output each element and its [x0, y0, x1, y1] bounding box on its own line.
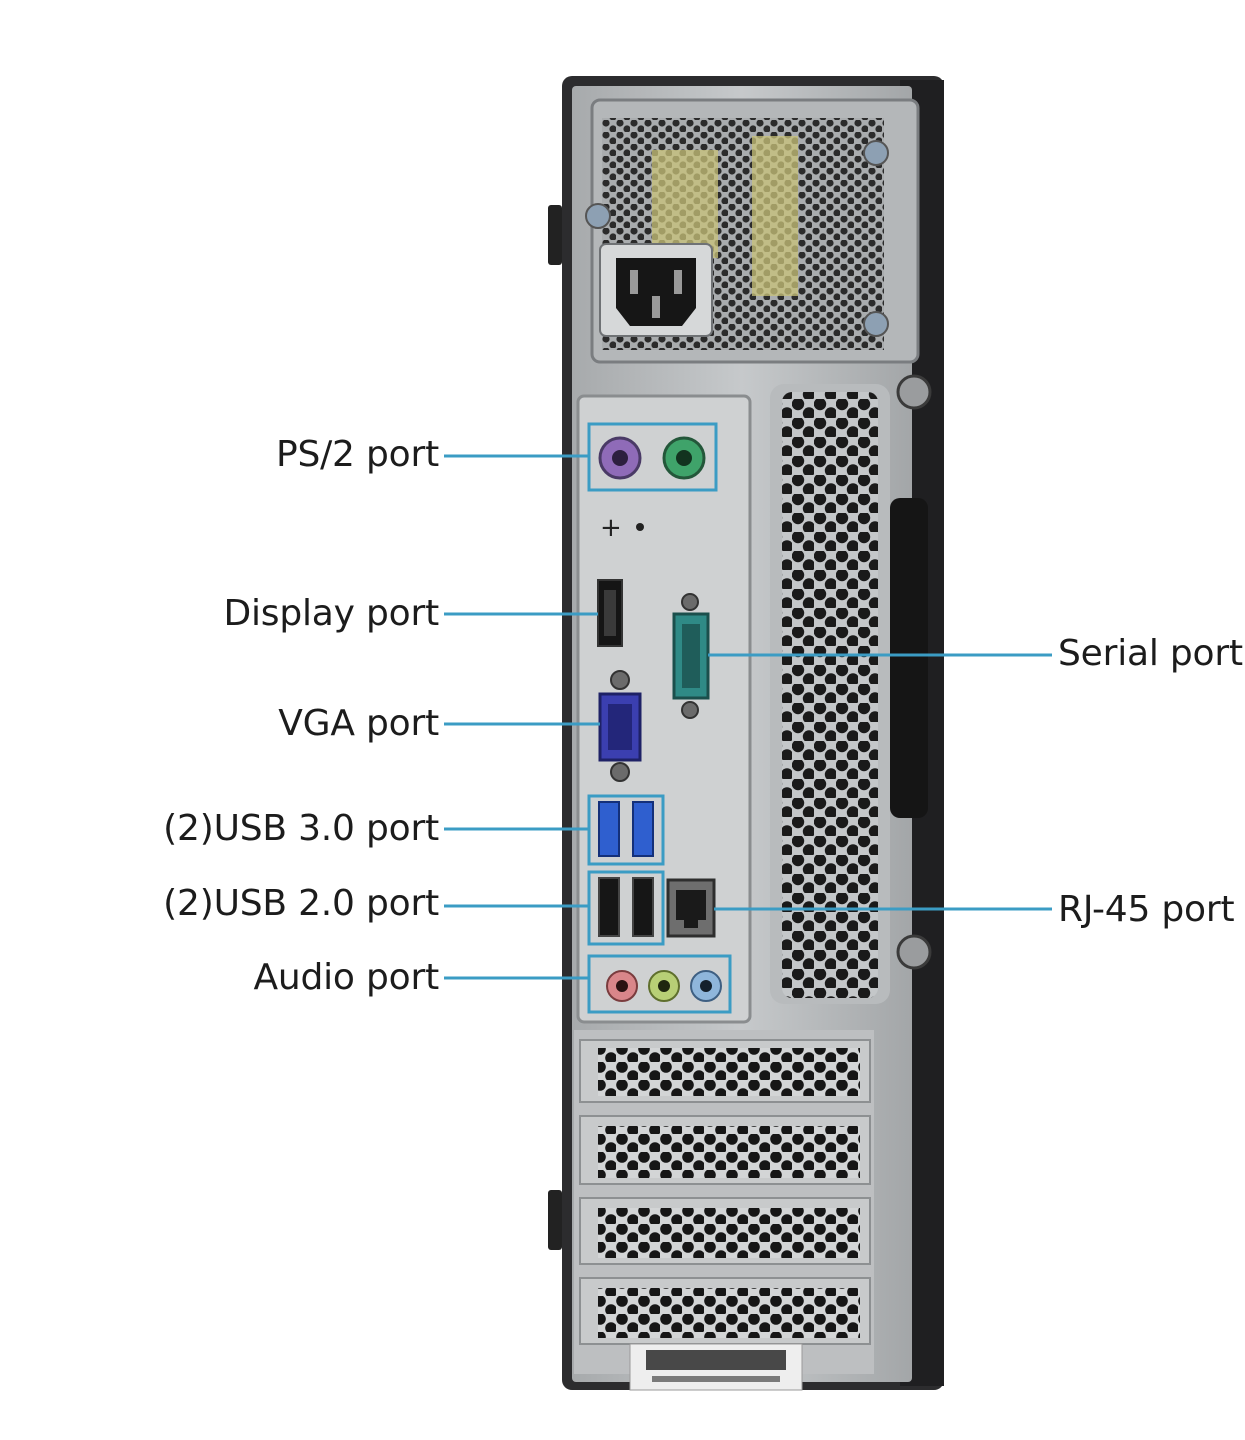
display-port	[597, 579, 623, 647]
label-usb3-port: (2)USB 3.0 port	[163, 808, 439, 849]
label-rj45-port: RJ-45 port	[1058, 889, 1235, 930]
label-ps2-port: PS/2 port	[275, 434, 439, 475]
power-supply	[585, 98, 920, 364]
power-socket-icon	[599, 243, 713, 337]
label-audio-port: Audio port	[253, 957, 439, 998]
plus-symbol-icon: +	[600, 513, 644, 543]
vga-port	[598, 670, 642, 782]
usb3-ports	[587, 794, 665, 866]
label-display-port: Display port	[223, 593, 439, 634]
label-usb2-port: (2)USB 2.0 port	[163, 883, 439, 924]
expansion-slots	[574, 1030, 874, 1374]
screw-icon	[896, 374, 932, 970]
ps2-ports	[587, 422, 718, 492]
serial-port	[672, 593, 710, 719]
usb2-ports	[587, 870, 665, 946]
screw-icon	[585, 140, 889, 337]
audio-ports	[587, 954, 732, 1014]
callout-lines	[444, 454, 1052, 980]
barcode-icon	[629, 1343, 803, 1391]
label-serial-port: Serial port	[1058, 633, 1243, 674]
rj45-port	[666, 878, 716, 938]
label-vga-port: VGA port	[278, 703, 439, 744]
side-vent	[770, 384, 928, 1004]
svg-text:+: +	[600, 513, 622, 543]
